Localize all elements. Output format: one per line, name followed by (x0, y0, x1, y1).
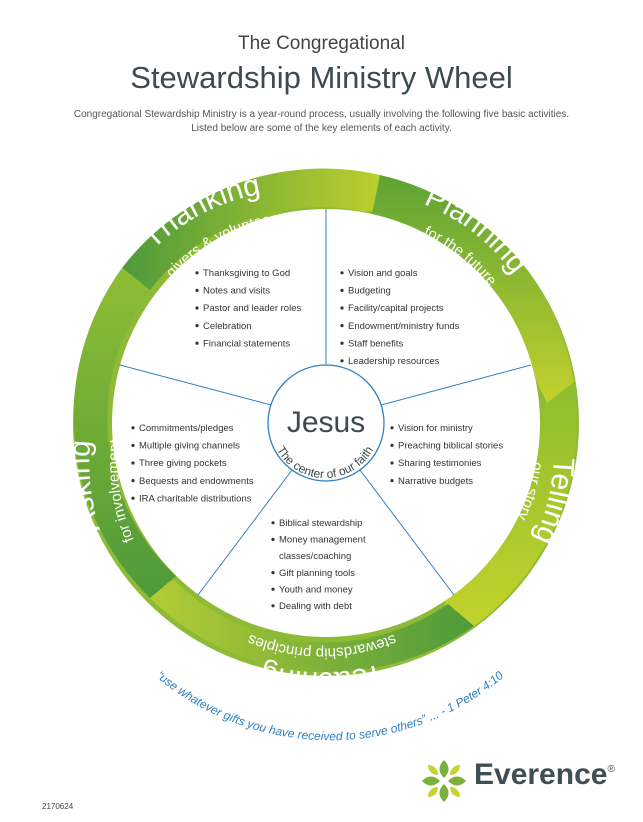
thanking-bullet (195, 271, 199, 275)
planning-arrow (372, 175, 574, 405)
center-circle (267, 364, 385, 482)
thanking-list-item: Notes and visits (203, 286, 270, 297)
planning-bullet (340, 271, 344, 275)
teaching-bullet (271, 571, 275, 575)
planning-list-item: Vision and goals (348, 268, 418, 279)
telling-list-item: Sharing testimonies (398, 458, 482, 469)
thanking-list-item: Celebration (203, 321, 252, 332)
planning-bullet (340, 359, 344, 363)
asking-list-item: Multiple giving channels (139, 441, 240, 452)
teaching-list-item: classes/coaching (279, 551, 351, 562)
telling-bullet (390, 461, 394, 465)
page-subtitle: The Congregational (238, 33, 405, 54)
planning-list-item: Leadership resources (348, 356, 440, 367)
asking-bullet (131, 479, 135, 483)
planning-bullet (340, 306, 344, 310)
asking-arrow (73, 268, 176, 598)
thanking-list-item: Financial statements (203, 338, 290, 349)
teaching-list-item: Money management (279, 535, 366, 546)
planning-list-item: Staff benefits (348, 338, 404, 349)
wheel-dividers (119, 209, 532, 596)
teaching-bullet (271, 537, 275, 542)
asking-bullet (131, 426, 135, 430)
planning-bullet (340, 324, 344, 328)
thanking-bullet (195, 341, 199, 345)
telling-arrow (438, 382, 578, 640)
intro-text: Congregational Stewardship Ministry is a… (40, 108, 603, 136)
everence-wordmark: Everence® (474, 758, 615, 791)
center-name: Jesus (287, 406, 365, 439)
planning-bullet (340, 341, 344, 345)
planning-list-item: Facility/capital projects (348, 303, 444, 314)
everence-logo-icon (422, 760, 466, 802)
asking-list-item: Three giving pockets (139, 458, 227, 469)
intro-line-2: Listed below are some of the key element… (191, 123, 452, 134)
asking-bullet (131, 443, 135, 447)
asking-list-item: Bequests and endowments (139, 476, 254, 487)
asking-list-item: IRA charitable distributions (139, 493, 252, 504)
asking-bullet (131, 496, 135, 500)
thanking-arrow (122, 168, 402, 290)
teaching-bullet (271, 604, 275, 608)
telling-list-item: Preaching biblical stories (398, 441, 503, 452)
intro-line-1: Congregational Stewardship Ministry is a… (73, 109, 570, 120)
teaching-arrow (148, 580, 474, 672)
thanking-list-item: Pastor and leader roles (203, 303, 301, 314)
telling-list-item: Vision for ministry (398, 423, 473, 434)
asking-list-item: Commitments/pledges (139, 423, 234, 434)
teaching-list-item: Youth and money (279, 584, 353, 595)
thanking-list-item: Thanksgiving to God (203, 268, 290, 279)
teaching-list-item: Gift planning tools (279, 568, 355, 579)
telling-bullet (390, 426, 394, 430)
telling-bullet (390, 443, 394, 447)
teaching-bullet (271, 587, 275, 591)
teaching-list-item: Dealing with debt (279, 601, 352, 612)
teaching-bullet (271, 521, 275, 525)
thanking-bullet (195, 288, 199, 292)
planning-list-item: Endowment/ministry funds (348, 321, 460, 332)
telling-bullet (390, 479, 394, 483)
thanking-bullet (195, 306, 199, 310)
registered-mark: ® (607, 764, 615, 775)
telling-list-item: Narrative budgets (398, 476, 473, 487)
asking-bullet (131, 461, 135, 465)
planning-bullet (340, 288, 344, 292)
planning-list-item: Budgeting (348, 286, 391, 297)
teaching-list-item: Biblical stewardship (279, 518, 362, 529)
thanking-bullet (195, 324, 199, 328)
everence-logo: Everence® (418, 756, 618, 806)
document-number: 2170624 (42, 802, 74, 811)
page-title: Stewardship Ministry Wheel (130, 60, 513, 95)
